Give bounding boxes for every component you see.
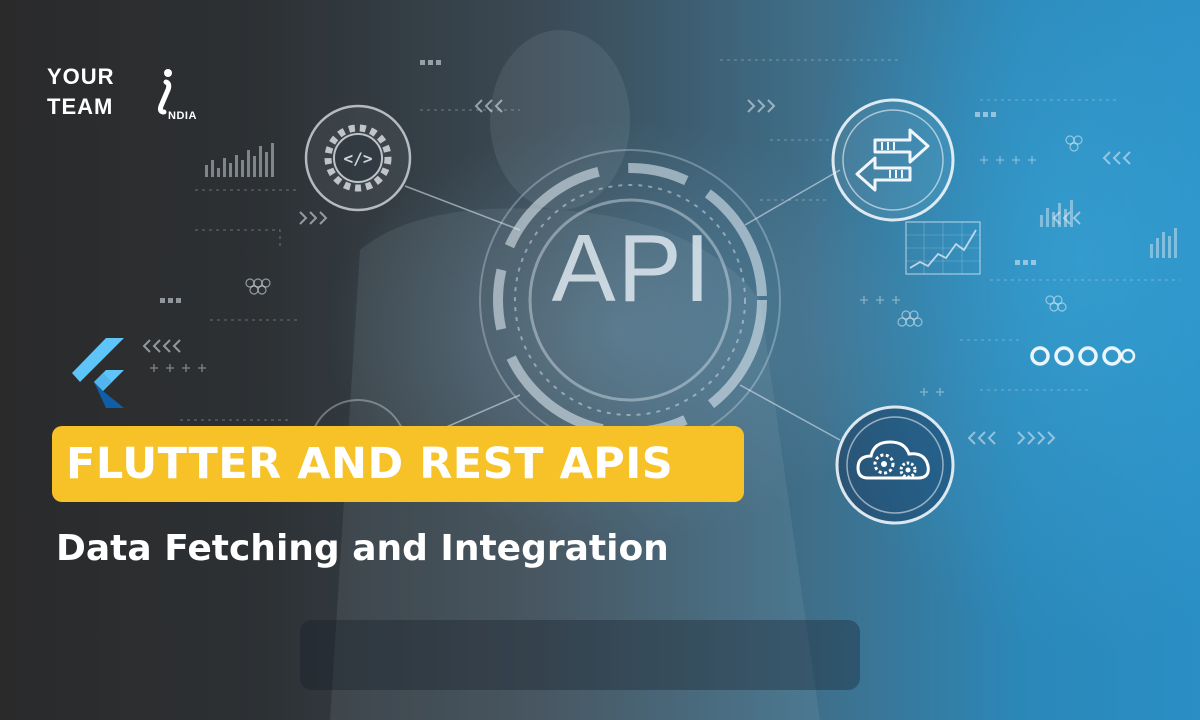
mini-chart [905,221,981,275]
square-dots-decor [160,60,1036,303]
data-transfer-arrows-icon [831,98,955,222]
page-subtitle: Data Fetching and Integration [56,528,669,569]
cloud-gears-icon [835,405,955,525]
svg-text:</>: </> [344,149,373,168]
page-title: FLUTTER AND REST APIS [66,439,674,489]
chain-links-icon [1030,346,1136,366]
logo-suffix: NDIA [168,110,197,122]
logo-line-2: TEAM [47,94,114,119]
flutter-logo-icon [72,338,124,408]
person-silhouette-head [490,30,630,210]
title-highlight-box [52,426,744,502]
plus-decor [150,156,1036,396]
logo-line-1: YOUR [47,64,115,89]
your-team-in-india-logo: YOUR TEAM NDIA [47,64,217,134]
logo-i-mark-icon [157,69,172,115]
chevron-decor [142,99,1131,445]
connector-lines [404,169,841,446]
hex-cluster-decor [245,135,1083,327]
circuit-decor [180,59,1180,421]
code-gear-icon: </> [304,104,412,212]
api-center-label: API [551,215,713,322]
bar-chart-decor [205,143,1177,258]
tablet-silhouette [300,620,860,690]
